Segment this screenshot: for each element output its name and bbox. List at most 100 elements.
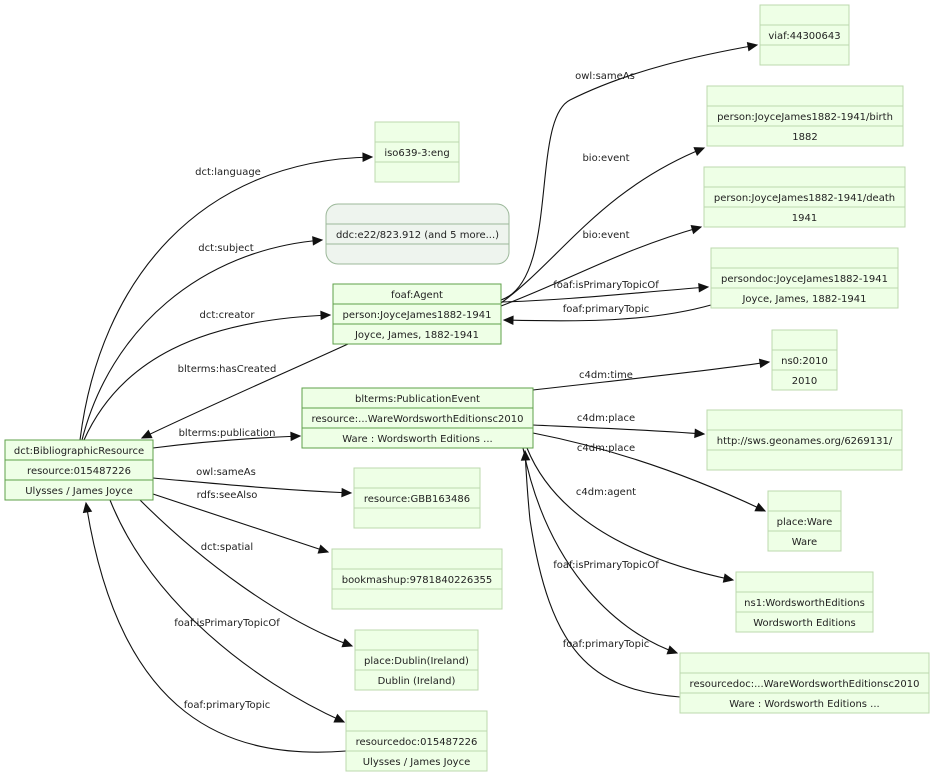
node-uri: person:JoyceJames1882-1941 <box>343 310 492 321</box>
node-label: Ware : Wordsworth Editions ... <box>729 699 879 710</box>
arrowhead-icon <box>698 282 710 293</box>
edge-7: dct:spatial <box>139 499 354 648</box>
edge-line <box>139 499 353 647</box>
node-uri: ddc:e22/823.912 (and 5 more...) <box>336 230 499 241</box>
node-uri: iso639-3:eng <box>384 148 449 159</box>
edge-line <box>79 156 373 441</box>
node-box <box>771 329 838 391</box>
edge-label: c4dm:agent <box>576 487 636 498</box>
node-iso: iso639-3:eng <box>374 121 460 183</box>
edge-label: dct:subject <box>198 243 253 254</box>
node-dublin: place:Dublin(Ireland)Dublin (Ireland) <box>354 629 479 691</box>
arrowhead-icon <box>341 487 353 498</box>
arrowhead-icon <box>754 502 767 512</box>
edge-line <box>109 499 345 723</box>
node-box <box>767 490 842 552</box>
node-box <box>301 387 534 449</box>
arrowhead-icon <box>520 449 531 461</box>
edge-line <box>85 502 347 753</box>
node-box <box>354 629 479 691</box>
node-uri: ns0:2010 <box>781 356 828 367</box>
edge-8: foaf:isPrimaryTopicOf <box>109 499 346 723</box>
node-box <box>4 439 154 501</box>
node-label: Joyce, James, 1882-1941 <box>354 330 479 341</box>
node-ddc: ddc:e22/823.912 (and 5 more...) <box>325 203 510 265</box>
edge-15: c4dm:time <box>532 358 771 391</box>
edge-label: foaf:isPrimaryTopicOf <box>553 280 659 291</box>
arrowhead-icon <box>722 573 735 583</box>
node-uri: bookmashup:9781840226355 <box>342 575 493 586</box>
edge-line <box>500 147 705 304</box>
node-label: Ware : Wordsworth Editions ... <box>342 434 492 445</box>
node-label: Ware <box>792 537 817 548</box>
edge-0: dct:language <box>79 152 374 441</box>
edge-line <box>500 226 702 307</box>
node-label: Dublin (Ireland) <box>378 676 456 687</box>
node-type: foaf:Agent <box>391 290 443 301</box>
node-birth: person:JoyceJames1882-1941/birth 1882 <box>706 85 904 147</box>
edge-10: owl:sameAs <box>500 41 759 301</box>
node-box <box>353 467 481 529</box>
edge-12: bio:event <box>500 225 703 307</box>
node-box <box>332 283 502 345</box>
arrowhead-icon <box>140 429 153 439</box>
edge-line <box>503 304 712 322</box>
arrowhead-icon <box>666 645 679 655</box>
node-uri: person:JoyceJames1882-1941/birth <box>717 112 893 123</box>
node-uri: resource:GBB163486 <box>364 494 470 505</box>
node-uri: persondoc:JoyceJames1882-1941 <box>721 274 888 285</box>
edge-line <box>500 286 709 303</box>
node-pubevent: blterms:PublicationEventresource:...Ware… <box>301 387 534 449</box>
edge-label: foaf:isPrimaryTopicOf <box>174 618 280 629</box>
edge-17: c4dm:place <box>532 432 767 512</box>
node-box <box>706 409 903 471</box>
edge-line <box>141 343 349 439</box>
node-box <box>679 652 930 714</box>
node-label: Wordsworth Editions <box>753 618 856 629</box>
node-uri: resource:015487226 <box>27 466 131 477</box>
edge-line <box>152 477 352 494</box>
arrowhead-icon <box>746 41 759 52</box>
arrowhead-icon <box>290 431 302 442</box>
edge-19: foaf:isPrimaryTopicOf <box>522 447 679 655</box>
arrowhead-icon <box>694 428 706 439</box>
edge-label: foaf:primaryTopic <box>563 639 650 650</box>
arrowhead-icon <box>362 152 374 162</box>
edge-line <box>532 432 766 512</box>
node-bookmashup: bookmashup:9781840226355 <box>331 548 503 610</box>
node-type: dct:BibliographicResource <box>14 446 144 457</box>
node-box <box>374 121 460 183</box>
edge-line <box>83 314 331 441</box>
node-box <box>759 4 850 66</box>
edge-line <box>524 450 681 698</box>
node-geonames: http://sws.geonames.org/6269131/ <box>706 409 903 471</box>
node-label: 1882 <box>792 132 817 143</box>
node-box <box>710 247 899 309</box>
edge-line <box>532 361 770 391</box>
edge-3: blterms:hasCreated <box>140 343 349 439</box>
arrowhead-icon <box>693 147 706 157</box>
arrowhead-icon <box>502 315 514 326</box>
edge-label: foaf:primaryTopic <box>184 700 271 711</box>
node-type: blterms:PublicationEvent <box>355 394 480 405</box>
arrowhead-icon <box>758 358 771 369</box>
arrowhead-icon <box>312 236 324 246</box>
edge-4: blterms:publication <box>152 428 302 449</box>
edge-label: dct:spatial <box>201 542 253 553</box>
edge-line <box>152 435 301 449</box>
edge-label: rdfs:seeAlso <box>197 490 258 501</box>
edge-2: dct:creator <box>83 310 332 441</box>
edge-label: c4dm:place <box>577 413 635 424</box>
edge-16: c4dm:place <box>532 413 706 439</box>
edge-1: dct:subject <box>81 236 324 441</box>
node-agent: foaf:Agent person:JoyceJames1882-1941Joyc… <box>332 283 502 345</box>
node-label: 1941 <box>792 213 817 224</box>
arrowhead-icon <box>333 713 346 723</box>
edge-label: c4dm:place <box>577 443 635 454</box>
node-label: Joyce, James, 1882-1941 <box>741 294 866 305</box>
edge-18: c4dm:agent <box>526 447 735 583</box>
